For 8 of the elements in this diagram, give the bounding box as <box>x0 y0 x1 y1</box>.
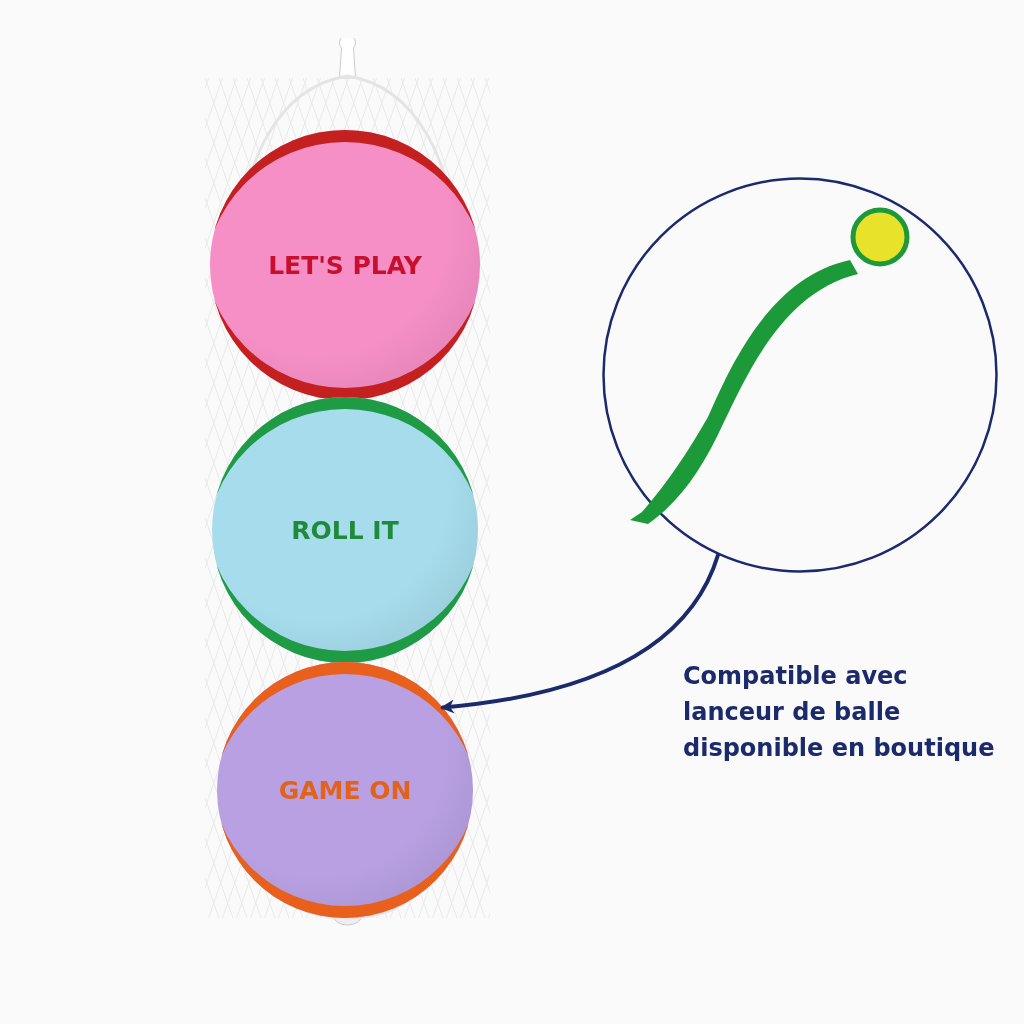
tennis-ball <box>212 397 478 663</box>
tennis-ball <box>210 130 480 400</box>
caption-text: Compatible avec lanceur de balle disponible en boutique <box>683 661 996 764</box>
ball-text: GAME ON <box>278 775 412 805</box>
ball-text: LET'S PLAY <box>268 250 422 280</box>
ball-text: ROLL IT <box>291 515 399 545</box>
tennis-ball <box>217 662 473 918</box>
curved-arrow <box>440 553 720 714</box>
